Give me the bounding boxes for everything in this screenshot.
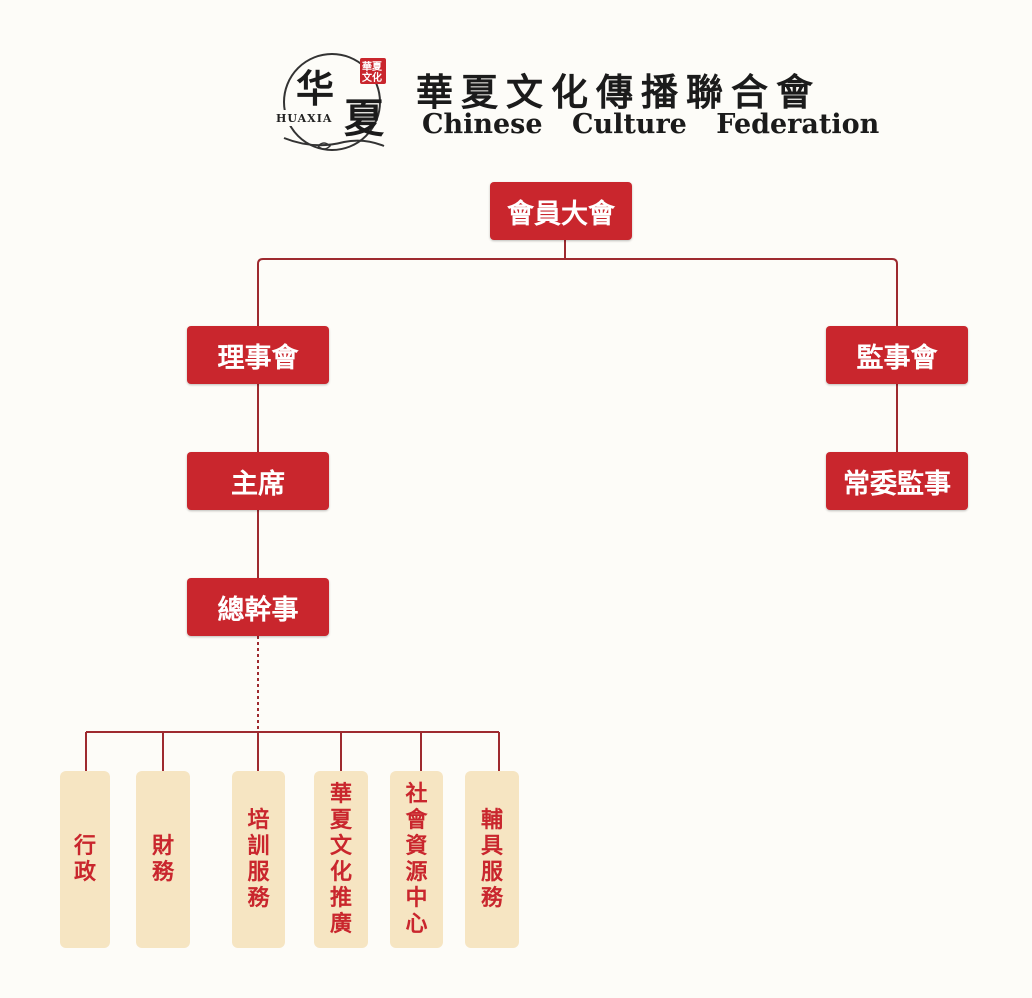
chair-box: 主席 bbox=[187, 452, 329, 510]
supervisors-box: 監事會 bbox=[826, 326, 968, 384]
seal-logo-icon: 华 夏 華夏 文化 bbox=[274, 53, 386, 151]
connector-assembly-branch bbox=[257, 258, 898, 330]
general-assembly-box: 會員大會 bbox=[490, 182, 632, 240]
department-label: 華夏文化推廣 bbox=[329, 781, 352, 937]
department-culture-promotion: 華夏文化推廣 bbox=[314, 771, 368, 948]
organization-name-en: Chinese Culture Federation bbox=[422, 109, 880, 140]
department-training-services: 培訓服務 bbox=[232, 771, 285, 948]
seal-char-1: 华 bbox=[296, 66, 334, 111]
seal-latin-text: HUAXIA bbox=[276, 112, 333, 125]
svg-text:華夏: 華夏 bbox=[362, 60, 383, 73]
svg-text:文化: 文化 bbox=[362, 71, 382, 84]
department-administration: 行政 bbox=[60, 771, 110, 948]
department-label: 培訓服務 bbox=[247, 807, 270, 911]
seal-char-2: 夏 bbox=[344, 95, 385, 142]
standing-supervisor-box: 常委監事 bbox=[826, 452, 968, 510]
department-label: 行政 bbox=[73, 833, 96, 885]
secretary-general-box: 總幹事 bbox=[187, 578, 329, 636]
organization-name-cn: 華夏文化傳播聯合會 bbox=[416, 71, 821, 114]
board-box: 理事會 bbox=[187, 326, 329, 384]
department-finance: 財務 bbox=[136, 771, 190, 948]
department-label: 社會資源中心 bbox=[405, 781, 428, 937]
department-label: 財務 bbox=[151, 833, 174, 885]
logo: 华 夏 華夏 文化 HUAXIA 華夏文化傳播聯合會 Chinese Cultu… bbox=[274, 50, 879, 160]
department-label: 輔具服務 bbox=[480, 807, 503, 911]
department-social-resource-center: 社會資源中心 bbox=[390, 771, 443, 948]
department-assistive-device-services: 輔具服務 bbox=[465, 771, 519, 948]
